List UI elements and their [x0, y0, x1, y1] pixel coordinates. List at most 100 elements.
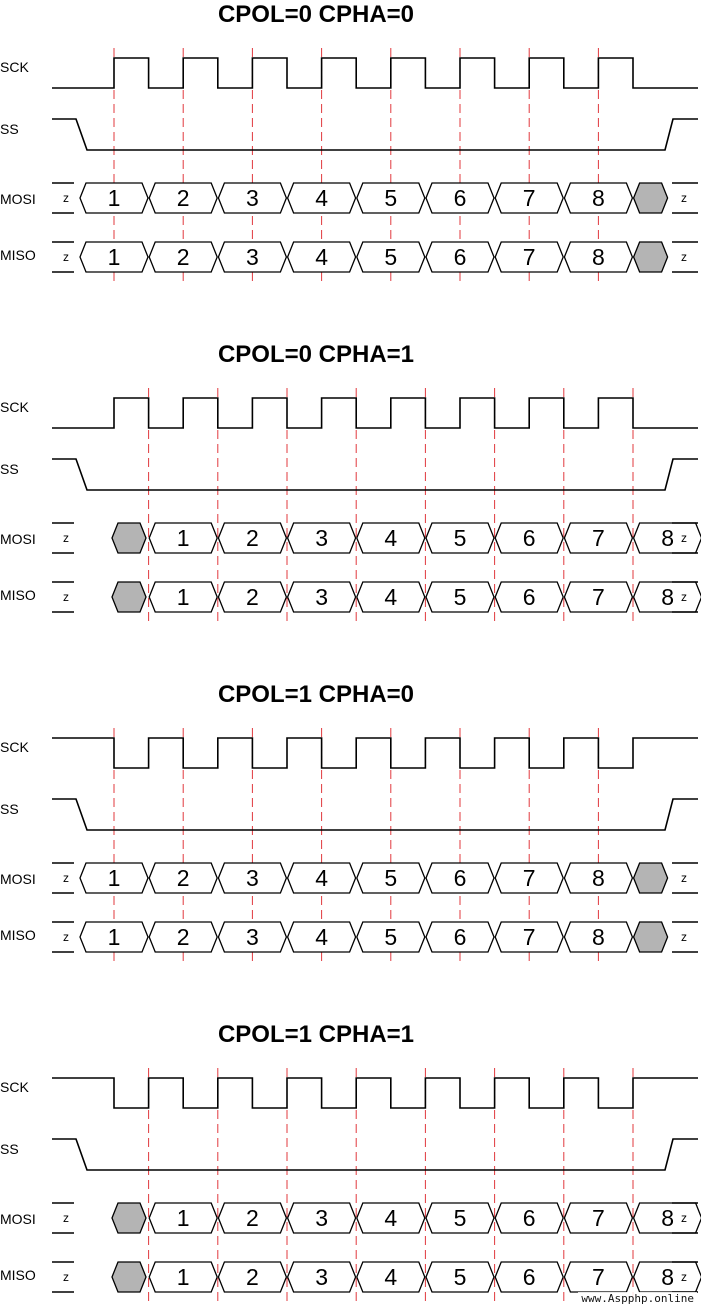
high-z-label-start: z — [63, 250, 69, 264]
miso-bit-label-6: 6 — [454, 924, 467, 950]
mosi-bit-cell-8 — [632, 1202, 701, 1234]
mosi-bit-cell-3 — [217, 182, 288, 214]
mosi-bit-label-8: 8 — [661, 1205, 674, 1231]
high-z-label-end: z — [681, 871, 687, 885]
miso-lead-rail — [52, 241, 74, 273]
sck-label: SCK — [0, 1079, 29, 1095]
mosi-label: MOSI — [0, 1211, 36, 1227]
miso-bit-cell-5 — [356, 921, 426, 953]
mosi-bit-cell-3 — [217, 862, 288, 894]
ss-label: SS — [0, 121, 19, 137]
mosi-bit-cell-5 — [356, 862, 426, 894]
high-z-label-start: z — [63, 531, 69, 545]
mosi-bit-label-3: 3 — [315, 1205, 328, 1231]
miso-bit-label-3: 3 — [246, 244, 259, 270]
mosi-label: MOSI — [0, 191, 36, 207]
mosi-bit-label-4: 4 — [315, 865, 328, 891]
mosi-tail-rail — [672, 862, 698, 894]
high-z-label-start: z — [63, 930, 69, 944]
miso-bit-label-6: 6 — [454, 244, 467, 270]
miso-bit-cell-5 — [425, 1261, 495, 1293]
miso-bit-label-5: 5 — [454, 584, 467, 610]
miso-bit-cell-1 — [79, 241, 149, 273]
miso-tail-rail — [672, 921, 698, 953]
mosi-lead-rail — [52, 522, 74, 554]
mosi-idle-cell — [111, 1202, 147, 1234]
mosi-bit-cell-3 — [286, 522, 357, 554]
mosi-bit-label-7: 7 — [592, 525, 605, 551]
miso-bit-cell-6 — [494, 581, 564, 613]
mosi-bit-label-1: 1 — [108, 865, 121, 891]
miso-label: MISO — [0, 247, 36, 263]
miso-idle-cell — [632, 921, 669, 953]
mosi-bit-cell-8 — [563, 862, 634, 894]
mosi-bit-label-6: 6 — [523, 1205, 536, 1231]
mosi-bit-label-2: 2 — [246, 525, 259, 551]
miso-bit-label-1: 1 — [177, 584, 190, 610]
miso-bit-cell-4 — [356, 581, 426, 613]
mosi-bit-cell-8 — [632, 522, 701, 554]
miso-bit-cell-2 — [148, 921, 218, 953]
mosi-bit-cell-8 — [563, 182, 634, 214]
miso-bit-label-3: 3 — [246, 924, 259, 950]
miso-bit-label-5: 5 — [384, 244, 397, 270]
high-z-label-end: z — [681, 1270, 687, 1284]
miso-bit-label-5: 5 — [454, 1264, 467, 1290]
miso-bit-cell-2 — [217, 1261, 288, 1293]
miso-bit-label-4: 4 — [315, 924, 328, 950]
ss-waveform — [52, 458, 698, 491]
miso-bit-label-6: 6 — [523, 1264, 536, 1290]
high-z-label-end: z — [681, 191, 687, 205]
mosi-label: MOSI — [0, 531, 36, 547]
mosi-bit-label-4: 4 — [384, 525, 397, 551]
mosi-bit-cell-1 — [148, 522, 218, 554]
ss-waveform — [52, 798, 698, 831]
mosi-bit-label-4: 4 — [384, 1205, 397, 1231]
miso-lead-rail — [52, 921, 74, 953]
ss-label: SS — [0, 801, 19, 817]
miso-bit-cell-8 — [563, 921, 634, 953]
miso-bit-cell-1 — [148, 581, 218, 613]
high-z-label-end: z — [681, 930, 687, 944]
miso-tail-rail — [672, 581, 698, 613]
miso-bit-cell-7 — [494, 921, 564, 953]
miso-bit-label-1: 1 — [108, 244, 121, 270]
miso-idle-cell — [632, 241, 669, 273]
mosi-tail-rail — [672, 522, 698, 554]
panel-title: CPOL=1 CPHA=1 — [218, 1021, 414, 1048]
mosi-lead-rail — [52, 862, 74, 894]
miso-bit-cell-3 — [217, 921, 288, 953]
mosi-label: MOSI — [0, 871, 36, 887]
miso-bit-label-3: 3 — [315, 1264, 328, 1290]
high-z-label-end: z — [681, 531, 687, 545]
mosi-bit-cell-2 — [148, 182, 218, 214]
miso-bit-cell-7 — [494, 241, 564, 273]
sck-label: SCK — [0, 399, 29, 415]
high-z-label-start: z — [63, 191, 69, 205]
guide-lines — [148, 388, 634, 625]
miso-label: MISO — [0, 1267, 36, 1283]
mosi-bit-label-8: 8 — [592, 865, 605, 891]
miso-bit-cell-5 — [356, 241, 426, 273]
mosi-bit-cell-3 — [286, 1202, 357, 1234]
mosi-bit-cell-1 — [79, 862, 149, 894]
mosi-bit-label-6: 6 — [454, 865, 467, 891]
miso-bit-label-2: 2 — [177, 244, 190, 270]
miso-tail-rail — [672, 241, 698, 273]
mosi-idle-cell — [111, 522, 147, 554]
mosi-bit-cell-2 — [217, 1202, 288, 1234]
mosi-bit-cell-1 — [79, 182, 149, 214]
miso-bit-cell-2 — [148, 241, 218, 273]
mosi-bit-cell-4 — [356, 1202, 426, 1234]
panel-title: CPOL=0 CPHA=0 — [218, 1, 414, 28]
mosi-tail-rail — [672, 1202, 698, 1234]
mosi-lead-rail — [52, 1202, 74, 1234]
mosi-bit-cell-6 — [425, 862, 495, 894]
guide-lines — [148, 1068, 634, 1305]
